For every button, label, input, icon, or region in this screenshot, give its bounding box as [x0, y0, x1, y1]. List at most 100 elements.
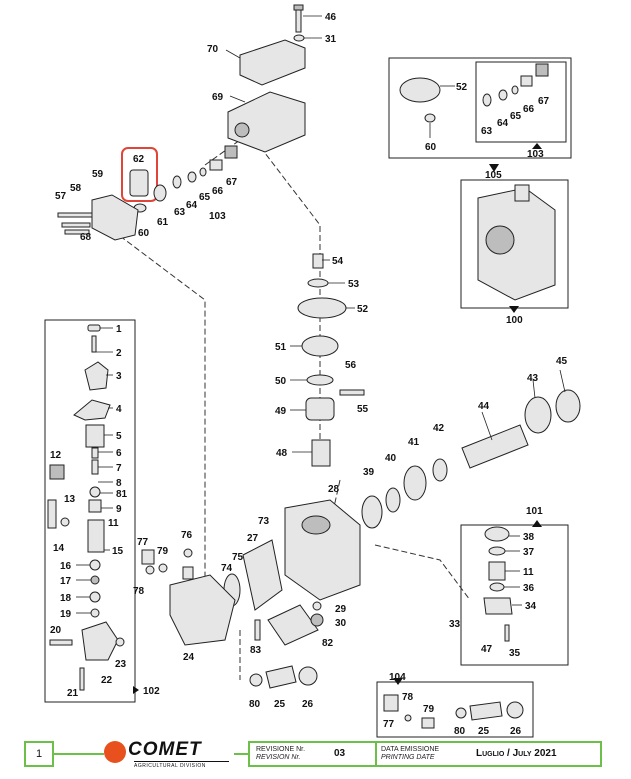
- part-77-elbow-104: [383, 694, 399, 712]
- assembly-line-valve: [254, 139, 321, 440]
- part-49-piston: [305, 397, 335, 421]
- part-12-knob: [49, 464, 65, 480]
- label-3: 3: [116, 371, 122, 382]
- label-58: 58: [70, 183, 82, 194]
- footer-divider: [375, 743, 377, 765]
- part-28-crankcase: [284, 499, 361, 601]
- part-6-stem: [91, 447, 99, 459]
- label-9: 9: [116, 504, 122, 515]
- label-44: 44: [478, 401, 490, 412]
- group-101-frame: [460, 524, 569, 666]
- part-25-fitting-104: [469, 701, 503, 721]
- part-50-oring: [306, 374, 334, 386]
- part-14-ring: [60, 517, 70, 527]
- label-78-104: 78: [402, 692, 414, 703]
- label-16: 16: [60, 561, 72, 572]
- label-56: 56: [345, 360, 357, 371]
- label-81: 81: [116, 489, 128, 500]
- label-33: 33: [449, 619, 461, 630]
- part-56-pin: [339, 389, 365, 396]
- label-43: 43: [527, 373, 539, 384]
- label-40: 40: [385, 453, 397, 464]
- part-54-plug: [312, 253, 324, 269]
- part-21-screw: [79, 667, 85, 691]
- assembly-line-cover: [204, 139, 241, 166]
- label-61: 61: [157, 217, 169, 228]
- group-102-marker: [133, 686, 139, 694]
- part-73-plate: [242, 539, 283, 611]
- date-label-en: PRINTING DATE: [381, 754, 435, 761]
- part-63-oring-105: [482, 93, 492, 107]
- label-21: 21: [67, 688, 79, 699]
- part-46-bolt-head: [293, 4, 304, 11]
- part-70-cover: [239, 39, 306, 86]
- label-38: 38: [523, 532, 535, 543]
- label-64: 64: [186, 200, 198, 211]
- part-79-ring: [158, 563, 168, 573]
- label-76: 76: [181, 530, 193, 541]
- part-65-valve-105: [511, 85, 519, 95]
- part-31-washer: [293, 34, 305, 42]
- label-82: 82: [322, 638, 334, 649]
- group-101-marker: [532, 520, 542, 527]
- label-35: 35: [509, 648, 521, 659]
- exploded-parts-diagram: 46 31 70 69 62 59 57 58 68 60 61 63 64 6…: [44, 4, 581, 738]
- label-5: 5: [116, 431, 122, 442]
- part-52-diaphragm-small: [399, 77, 441, 103]
- label-60-105: 60: [425, 142, 437, 153]
- part-80-ring-104: [455, 707, 467, 719]
- label-55: 55: [357, 404, 369, 415]
- part-4-lever: [73, 399, 111, 421]
- group-100-marker: [509, 306, 519, 313]
- part-22-valve-body: [81, 621, 119, 661]
- label-46: 46: [325, 12, 337, 23]
- part-36-ring: [489, 582, 505, 592]
- label-69: 69: [212, 92, 224, 103]
- part-68-bolt: [64, 229, 90, 235]
- brand-subtitle: AGRICULTURAL DIVISION: [134, 761, 229, 769]
- label-67-105: 67: [538, 96, 550, 107]
- part-45-circlip: [555, 389, 581, 423]
- part-35-screw: [504, 624, 510, 642]
- part-65-valve: [199, 167, 207, 177]
- part-100-fitting: [514, 184, 530, 202]
- part-24-manifold: [169, 574, 236, 646]
- part-1-cap: [87, 324, 101, 332]
- label-60: 60: [138, 228, 150, 239]
- label-19: 19: [60, 609, 72, 620]
- part-51-piston: [301, 335, 339, 357]
- label-70: 70: [207, 44, 219, 55]
- part-57-bolt: [57, 212, 93, 218]
- brand-logo: COMET AGRICULTURAL DIVISION: [104, 738, 234, 769]
- part-26-nut-104: [506, 701, 524, 719]
- part-60-ring-105: [424, 113, 436, 123]
- label-65-105: 65: [510, 111, 522, 122]
- label-77: 77: [137, 537, 149, 548]
- assembly-line-head: [119, 235, 206, 585]
- label-26-104: 26: [510, 726, 522, 737]
- part-69-port: [234, 122, 250, 138]
- part-30-nut: [310, 613, 324, 627]
- part-62-highlight: [121, 147, 158, 202]
- revision-label-it: REVISIONE Nr.: [256, 746, 306, 753]
- label-6: 6: [116, 448, 122, 459]
- label-78: 78: [133, 586, 145, 597]
- part-100-port: [485, 225, 515, 255]
- part-77-elbow: [141, 549, 155, 565]
- part-labels: 46 31 70 69 62 59 57 58 68 60 61 63 64 6…: [50, 12, 568, 737]
- label-52-105: 52: [456, 82, 468, 93]
- label-75: 75: [232, 552, 244, 563]
- part-42-ring: [432, 458, 448, 482]
- part-18-ring: [89, 591, 101, 603]
- part-43-seal: [524, 396, 552, 434]
- group-103-inner-frame: [475, 61, 567, 143]
- part-40-ring: [385, 487, 401, 513]
- group-105-marker: [489, 164, 499, 172]
- label-12: 12: [50, 450, 62, 461]
- label-64-105: 64: [497, 118, 509, 129]
- part-52-diaphragm: [297, 297, 347, 319]
- label-25: 25: [274, 699, 286, 710]
- label-18: 18: [60, 593, 72, 604]
- part-78-ring: [145, 565, 155, 575]
- label-11: 11: [108, 518, 119, 529]
